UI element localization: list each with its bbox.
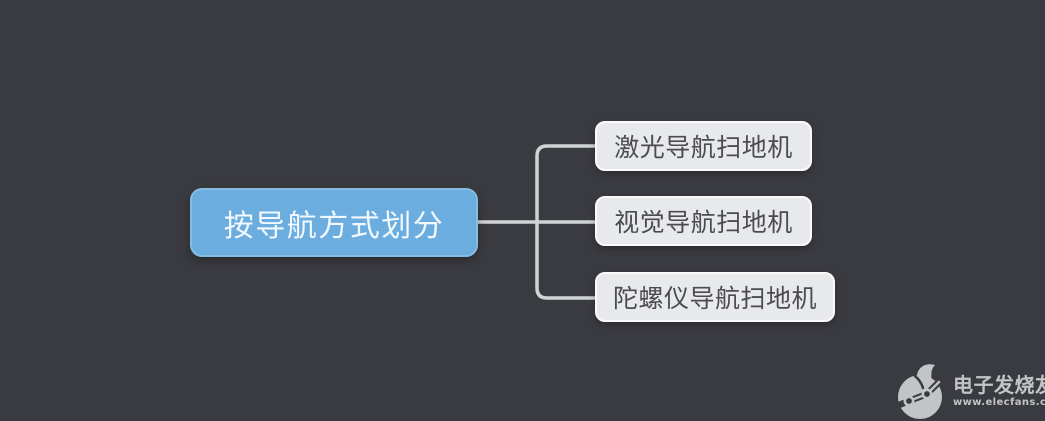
connector-branch-up-to-child-1 bbox=[535, 144, 597, 224]
connector-branch-down-to-child-3 bbox=[535, 220, 597, 300]
mindmap-child-node-laser[interactable]: 激光导航扫地机 bbox=[595, 121, 812, 171]
mindmap-child-node-visual[interactable]: 视觉导航扫地机 bbox=[595, 196, 812, 246]
watermark-brand-name: 电子发烧友 bbox=[953, 373, 1045, 397]
mindmap-root-node[interactable]: 按导航方式划分 bbox=[190, 188, 478, 257]
child-node-label: 视觉导航扫地机 bbox=[614, 208, 793, 237]
child-node-label: 激光导航扫地机 bbox=[614, 133, 793, 162]
watermark-site-url: www.elecfans.com bbox=[953, 397, 1045, 408]
elecfans-logo-icon bbox=[896, 364, 945, 419]
watermark: 电子发烧友 www.elecfans.com bbox=[896, 363, 1045, 420]
mindmap-child-node-gyroscope[interactable]: 陀螺仪导航扫地机 bbox=[595, 272, 835, 322]
child-node-label: 陀螺仪导航扫地机 bbox=[612, 284, 817, 313]
watermark-text: 电子发烧友 www.elecfans.com bbox=[953, 375, 1045, 408]
root-node-label: 按导航方式划分 bbox=[223, 208, 445, 244]
